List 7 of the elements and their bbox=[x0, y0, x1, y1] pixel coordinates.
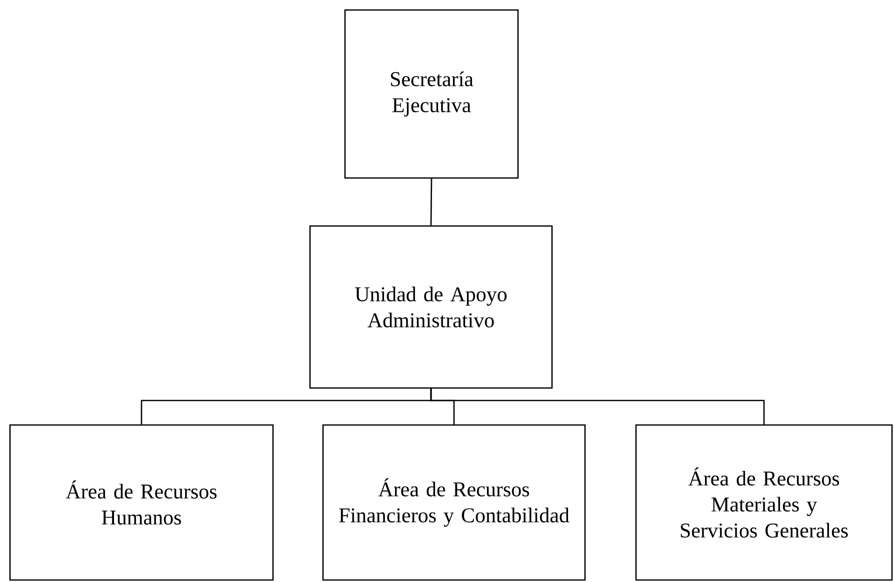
org-box: Área de Recursos Financieros y Contabilidad bbox=[322, 424, 586, 581]
org-box: Unidad de Apoyo Administrativo bbox=[309, 225, 553, 389]
connector-line bbox=[430, 178, 432, 226]
org-box: Secretaría Ejecutiva bbox=[344, 9, 519, 179]
org-box: Área de Recursos Humanos bbox=[9, 424, 274, 581]
org-box: Área de Recursos Materiales y Servicios Generales bbox=[635, 424, 893, 581]
connector-line bbox=[430, 388, 765, 424]
